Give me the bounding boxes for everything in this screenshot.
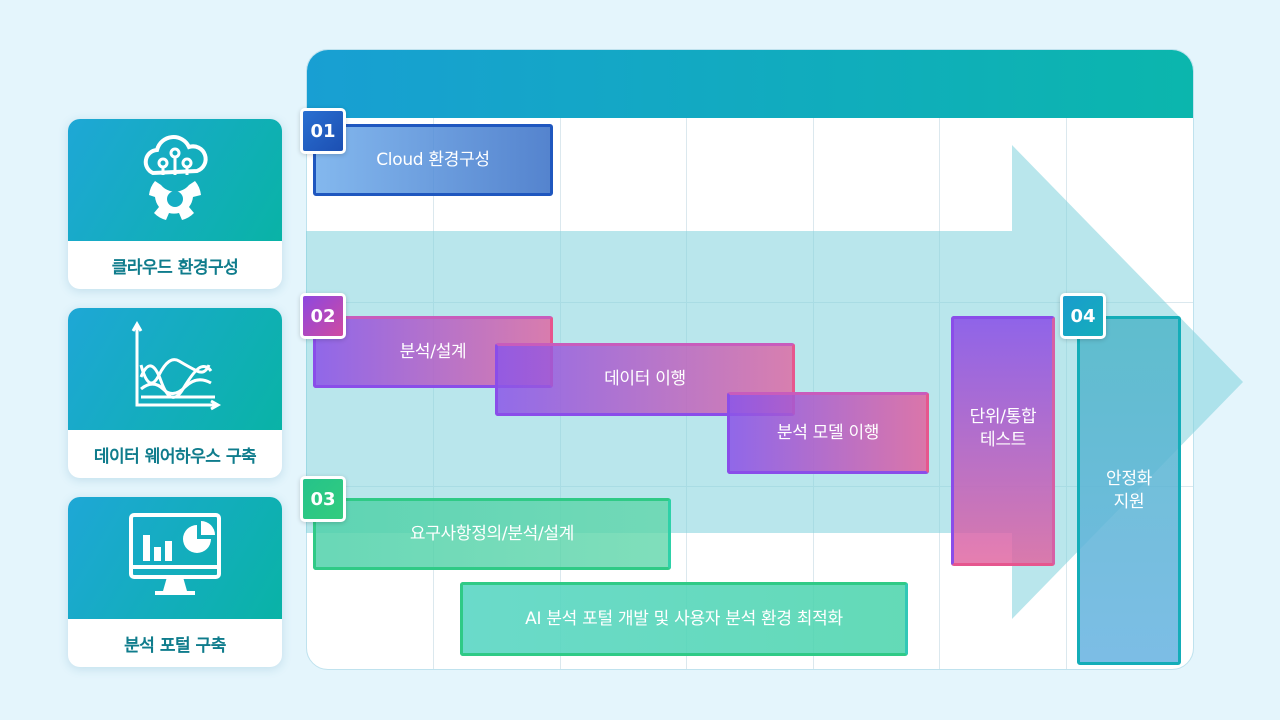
category-label: 클라우드 환경구성 [111,257,239,278]
category-card-cloud: 클라우드 환경구성 [68,119,282,289]
task-stabilization: 안정화 지원 [1077,316,1181,665]
task-model-migration: 분석 모델 이행 [727,392,929,474]
category-label: 데이터 웨어하우스 구축 [93,446,257,467]
task-ai-portal: AI 분석 포털 개발 및 사용자 분석 환경 최적화 [460,582,908,656]
cloud-gear-icon [135,133,215,227]
phase-badge-02: 02 [300,293,346,339]
line-chart-icon [127,320,223,417]
category-card-portal: 분석 포털 구축 [68,497,282,667]
category-label: 분석 포털 구축 [124,635,226,656]
task-requirements: 요구사항정의/분석/설계 [313,498,671,570]
task-unit-integration-test: 단위/통합 테스트 [951,316,1055,566]
phase-badge-01: 01 [300,108,346,154]
category-card-data-warehouse: 데이터 웨어하우스 구축 [68,308,282,478]
phase-badge-04: 04 [1060,293,1106,339]
task-data-migration: 데이터 이행 [495,343,795,416]
task-cloud-setup: Cloud 환경구성 [313,124,553,196]
phase-badge-03: 03 [300,476,346,522]
board-header [307,50,1193,118]
monitor-chart-icon [127,511,223,605]
